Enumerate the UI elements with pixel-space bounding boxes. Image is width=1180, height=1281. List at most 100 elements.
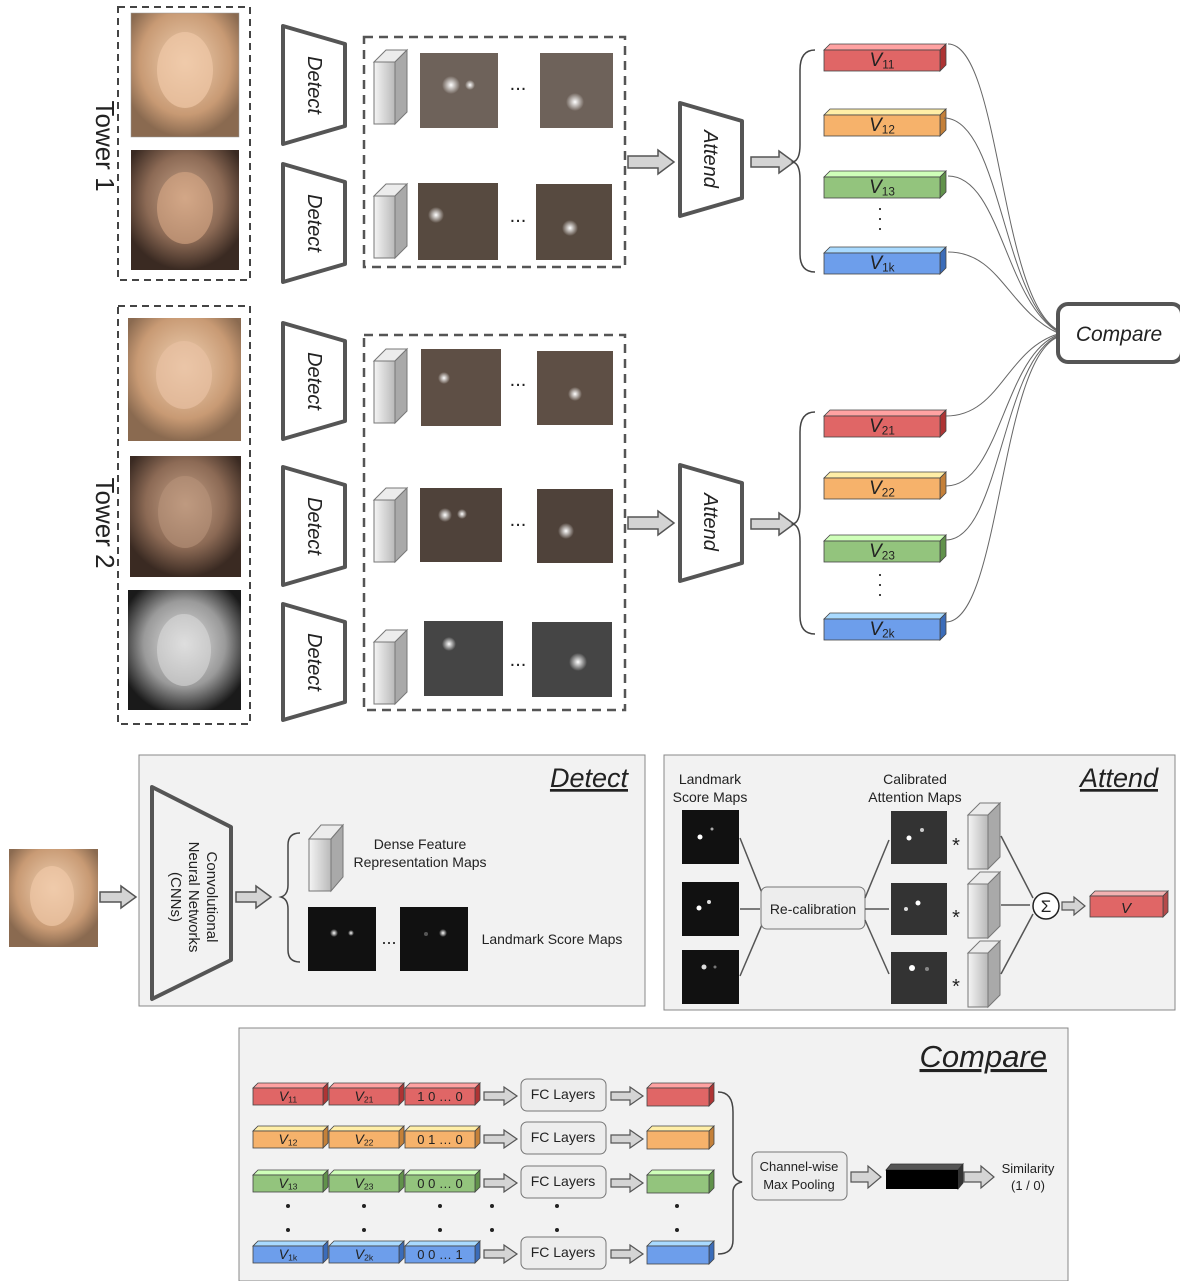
compare-row3-fc-block: FC Layers: [520, 1165, 607, 1199]
compare-row1-vector-b: V21: [328, 1082, 405, 1106]
tower2-face-image-3: [128, 590, 241, 710]
tower1-detect-block-1: Detect: [281, 24, 347, 146]
tower1-vdot-3: .: [877, 214, 882, 234]
svg-text:Detect: Detect: [303, 633, 325, 692]
compare-row3-vector-b: V23: [328, 1169, 405, 1193]
tower2-vector-3-label: V23: [869, 541, 895, 562]
tower1-label: Tower 1: [90, 100, 120, 191]
tower1-detect-block-2: Detect: [281, 162, 347, 284]
tower2-vector-4: V2k: [823, 612, 947, 641]
tower1-vector-4-label: V1k: [869, 253, 894, 274]
compare-row1-onehot: 1 0 … 0: [404, 1082, 481, 1106]
calibrated-label-line-1: Calibrated: [883, 771, 947, 787]
tower1-face-image-2: [131, 150, 239, 270]
sum-output-arrow: [1061, 895, 1086, 917]
tower2-image-group: [117, 305, 251, 725]
detect-panel-title: Detect: [550, 763, 630, 793]
tower2-thumb-ellipsis-1: ...: [510, 369, 527, 391]
tower2-attention-thumb-3a: [424, 621, 503, 696]
tower1-face-image-1: [130, 12, 240, 138]
tower2-vdot-2: .: [877, 570, 882, 590]
pooling-label-line-2: Max Pooling: [763, 1177, 835, 1192]
max-pooling-block: Channel-wise Max Pooling: [751, 1151, 848, 1201]
tower1-feature-maps-group: [362, 35, 627, 269]
detect-landmark-label: Landmark Score Maps: [482, 931, 623, 947]
svg-text:Detect: Detect: [303, 497, 325, 556]
detect-output-brace: [278, 832, 301, 963]
compare-panel-title: Compare: [920, 1039, 1048, 1074]
compare-row1-vector-a: V11: [252, 1082, 329, 1106]
tower2-attention-thumb-1a: [421, 349, 501, 426]
recalibration-input-arrows: [739, 837, 765, 977]
tower2-vector-3: V23: [823, 534, 947, 563]
attend-panel: Attend Landmark Score Maps Calibrated At…: [663, 754, 1176, 1011]
svg-text:Detect: Detect: [303, 56, 325, 115]
similarity-arrow: [963, 1164, 995, 1190]
detect-panel: Detect Convolutional Neural Networks (CN…: [9, 754, 646, 1007]
tower2-feature-block-1: [372, 347, 409, 425]
tower1-feature-block-1: [372, 48, 409, 126]
svg-text:Attend: Attend: [699, 492, 721, 552]
compare-row3-fc-output: [646, 1169, 715, 1194]
compare-row3-vector-a: V13: [252, 1169, 329, 1193]
detect-input-arrow: [99, 884, 138, 910]
svg-text:(CNNs): (CNNs): [167, 872, 184, 922]
tower2-feature-block-3: [372, 628, 409, 706]
compare-row2-fc-output: [646, 1125, 715, 1150]
compare-row4-fc-block: FC Layers: [520, 1236, 607, 1270]
attend-feature-block-2: [966, 870, 1002, 940]
cnn-output-arrow: [235, 884, 273, 910]
tower1-vector-4: V1k: [823, 246, 947, 275]
tower2-vector-1: V21: [823, 409, 947, 438]
svg-text:Convolutional: Convolutional: [203, 852, 220, 943]
recalibration-label: Re-calibration: [770, 901, 856, 917]
calibrated-map-2: [891, 883, 947, 935]
tower2-detect-block-3: Detect: [281, 602, 347, 722]
compare-row3-fc-label: FC Layers: [531, 1173, 596, 1189]
compare-vdot-6-1: [675, 1204, 679, 1208]
tower1-vector-3: V13: [823, 170, 947, 199]
tower2-arrow-from-attend: [750, 511, 796, 537]
vector-to-compare-connectors: [943, 43, 1059, 623]
compare-row4-vector-b: V2k: [328, 1240, 405, 1264]
multiply-symbol-2: *: [952, 907, 960, 929]
recalibration-block: Re-calibration: [760, 886, 866, 930]
multiply-symbol-3: *: [952, 976, 960, 998]
attend-landmark-label-line-2: Score Maps: [673, 789, 748, 805]
compare-vdot-3-2: [438, 1228, 442, 1232]
compare-vdot-5-2: [555, 1228, 559, 1232]
attend-landmark-label-line-1: Landmark: [679, 771, 742, 787]
tower2-vector-2: V22: [823, 471, 947, 500]
sum-node: Σ: [1032, 892, 1060, 920]
compare-row2-vector-a: V12: [252, 1125, 329, 1149]
tower2-attention-thumb-3b: [532, 622, 612, 697]
tower1-vector-brace: [790, 49, 816, 273]
tower1-vdot-2: .: [877, 204, 882, 224]
tower1-vector-1-label: V11: [870, 50, 895, 71]
towers-section: Tower 1 Tower 2 Detect Detect Detect: [90, 6, 1180, 725]
cnn-block: Convolutional Neural Networks (CNNs): [150, 785, 233, 1001]
compare-vdot-1-2: [286, 1228, 290, 1232]
compare-row1-onehot-label: 1 0 … 0: [417, 1089, 463, 1104]
compare-row3-onehot: 0 0 … 0: [404, 1169, 481, 1193]
compare-row4-onehot-label: 0 0 … 1: [417, 1247, 463, 1262]
attend-score-map-2: [682, 882, 739, 936]
compare-row1-arrow-from-fc: [610, 1085, 645, 1107]
tower1-attention-thumb-2b: [536, 184, 612, 260]
compare-row2-fc-block: FC Layers: [520, 1121, 607, 1155]
calibrated-map-3: [891, 952, 947, 1004]
detect-landmark-map-1: [308, 907, 376, 971]
tower2-vdot-1: .: [877, 560, 882, 580]
compare-row2-onehot-label: 0 1 … 0: [417, 1132, 463, 1147]
tower1-attention-thumb-1a: [420, 53, 498, 128]
compare-row1-fc-block: FC Layers: [520, 1078, 607, 1112]
compare-row4-fc-label: FC Layers: [531, 1244, 596, 1260]
pooling-output-arrow: [850, 1164, 882, 1190]
dense-feature-block: [307, 823, 345, 893]
recalibration-output-arrows: [864, 839, 890, 975]
compare-row3-vector-a-label: V13: [279, 1175, 298, 1192]
compare-row1-arrow-to-fc: [483, 1085, 519, 1107]
